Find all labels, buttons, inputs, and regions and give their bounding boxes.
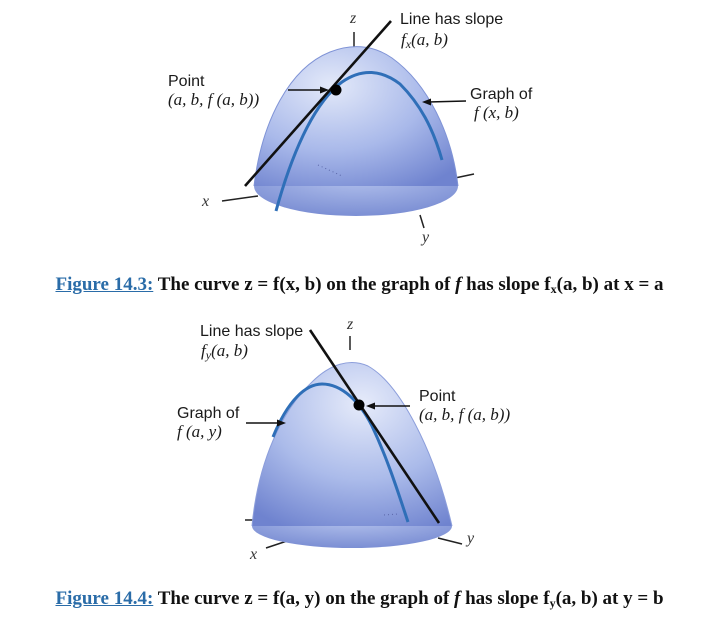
y-axis-line — [419, 214, 425, 229]
slope-label-expr: fy(a, b) — [201, 341, 248, 362]
graph-label-title: Graph of — [177, 405, 240, 422]
point-label-expr: (a, b, f (a, b)) — [168, 90, 260, 109]
x-axis-label: x — [202, 193, 210, 210]
point-arrow-head — [366, 402, 375, 410]
paraboloid-surface — [252, 362, 452, 526]
graph-arrow-head — [277, 419, 286, 427]
caption-figure-14-3: Figure 14.3: The curve z = f(x, b) on th… — [55, 274, 664, 296]
y-axis-label: y — [422, 229, 430, 246]
y-axis-line-right — [454, 173, 475, 179]
figure-14-3: z x y Line has slope fx(a, b) Point (a, … — [0, 0, 719, 270]
slope-label-expr: fx(a, b) — [401, 30, 448, 51]
point-marker — [330, 84, 342, 96]
cross-section-curve — [274, 70, 444, 212]
z-axis-label: z — [350, 10, 357, 27]
point-label-expr: (a, b, f (a, b)) — [419, 405, 511, 424]
surface-outline — [253, 46, 459, 187]
figure-14-3-link[interactable]: Figure 14.3: — [55, 274, 154, 295]
figure-14-4-link[interactable]: Figure 14.4: — [55, 588, 154, 609]
figure-14-3-graphic — [221, 20, 475, 229]
figure-14-4-graphic — [245, 329, 463, 549]
y-axis-label: y — [467, 530, 475, 547]
graph-arrow — [427, 100, 467, 103]
y-axis-line — [437, 537, 463, 545]
paraboloid-surface — [254, 46, 458, 186]
point-label-title: Point — [168, 73, 205, 90]
slope-label-title: Line has slope — [200, 323, 304, 340]
slope-label-title: Line has slope — [400, 11, 504, 28]
graph-label-title: Graph of — [470, 86, 533, 103]
z-axis-label: z — [347, 316, 354, 333]
hidden-axis — [317, 164, 343, 177]
point-marker — [353, 399, 365, 411]
graph-label-expr: f (a, y) — [177, 422, 222, 441]
x-axis-line — [221, 195, 259, 202]
tangent-line — [244, 20, 392, 187]
graph-arrow-head — [422, 98, 431, 106]
point-arrow-head — [320, 86, 329, 94]
surface-outline — [251, 362, 453, 527]
caption-figure-14-4: Figure 14.4: The curve z = f(a, y) on th… — [55, 588, 664, 610]
tangent-line — [308, 329, 441, 524]
point-label-title: Point — [419, 388, 456, 405]
x-axis-label: x — [250, 546, 258, 563]
figure-14-4: z x y Line has slope fy(a, b) Point (a, … — [0, 312, 719, 577]
graph-label-expr: f (x, b) — [474, 103, 519, 122]
